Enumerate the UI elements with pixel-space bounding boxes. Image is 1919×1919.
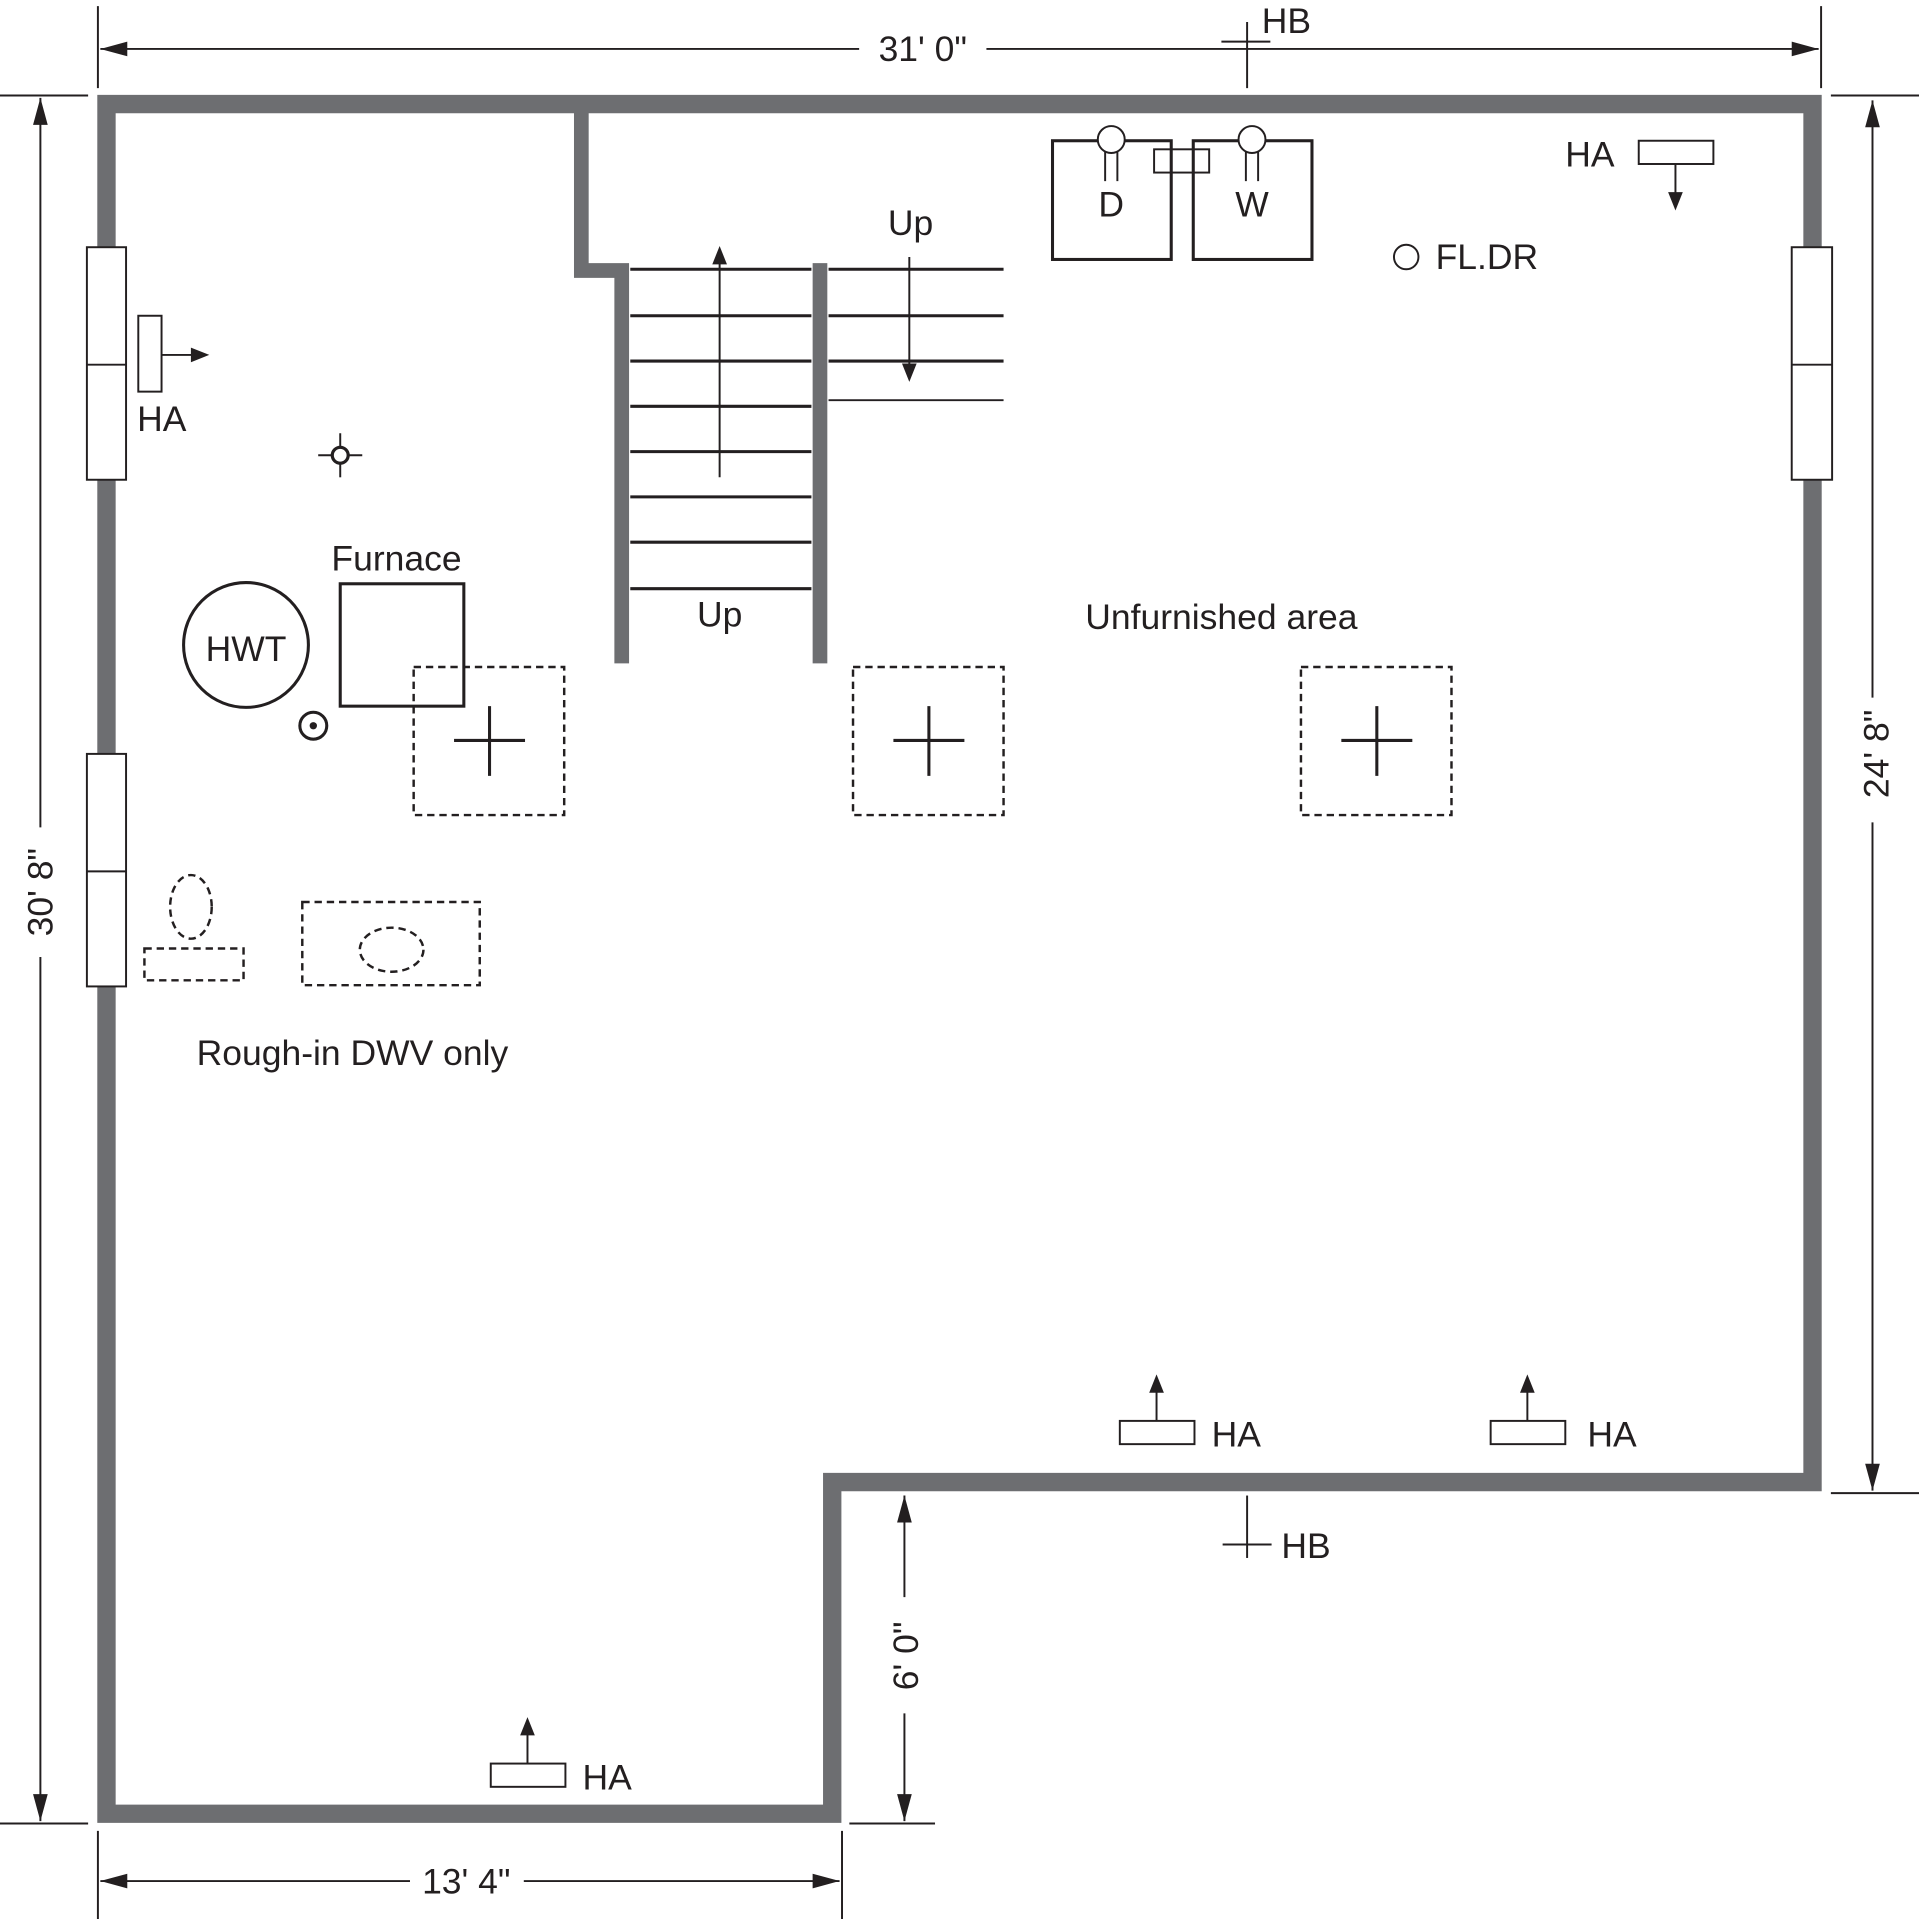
stairs: Up Up bbox=[630, 203, 1004, 635]
heat-register-bottom-2: HA bbox=[1489, 1374, 1637, 1455]
heat-register-label: HA bbox=[583, 1757, 633, 1797]
dimension-bottom: 13' 4" bbox=[96, 1830, 843, 1919]
dimension-label: 30' 8" bbox=[21, 848, 61, 936]
rough-in-fixtures bbox=[143, 873, 481, 987]
laundry-box bbox=[1153, 148, 1211, 174]
unfurnished-area-label: Unfurnished area bbox=[1085, 597, 1357, 637]
window-left-lower bbox=[85, 752, 128, 988]
light-fixture-icon bbox=[318, 433, 363, 478]
rough-in-label: Rough-in DWV only bbox=[197, 1033, 509, 1073]
furnace-label: Furnace bbox=[331, 538, 461, 578]
heat-register-label: HA bbox=[1565, 134, 1615, 174]
heat-register-left: HA bbox=[137, 314, 210, 439]
heat-register-label: HA bbox=[1212, 1415, 1262, 1455]
hose-bib-top: HB bbox=[1221, 1, 1311, 89]
hose-bib-label: HB bbox=[1262, 1, 1311, 41]
exterior-wall bbox=[97, 94, 1822, 1823]
stair-wall-left bbox=[573, 112, 630, 664]
heat-register-bottom-1: HA bbox=[1118, 1374, 1262, 1455]
heat-register-bottom-left: HA bbox=[489, 1717, 633, 1797]
window-left-upper bbox=[85, 246, 128, 481]
dimension-right: 24' 8" bbox=[1830, 94, 1919, 1495]
dryer-label: D bbox=[1098, 185, 1124, 225]
dryer: D bbox=[1050, 125, 1173, 261]
window-right bbox=[1790, 246, 1834, 481]
stairs-up-label: Up bbox=[697, 595, 742, 635]
column-1 bbox=[412, 665, 566, 817]
dimension-label: 6' 0" bbox=[886, 1622, 926, 1691]
dimension-label: 31' 0" bbox=[879, 29, 967, 69]
heat-register-top-right: HA bbox=[1565, 134, 1715, 211]
hwt-label: HWT bbox=[206, 629, 287, 669]
washer-label: W bbox=[1235, 185, 1269, 225]
column-2 bbox=[851, 665, 1005, 817]
heat-register-label: HA bbox=[1587, 1415, 1637, 1455]
floor-drain: FL.DR bbox=[1392, 237, 1539, 277]
hot-water-tank: HWT bbox=[182, 581, 310, 709]
column-3 bbox=[1299, 665, 1453, 817]
dimension-top: 31' 0" bbox=[96, 6, 1823, 89]
dimension-label: 24' 8" bbox=[1856, 710, 1896, 798]
hose-bib-bottom: HB bbox=[1222, 1495, 1331, 1566]
dimension-label: 13' 4" bbox=[422, 1861, 510, 1901]
dimension-left: 30' 8" bbox=[0, 94, 89, 1825]
heat-register-label: HA bbox=[137, 399, 187, 439]
floor-drain-symbol-icon bbox=[298, 710, 329, 741]
stairs-up-label: Up bbox=[888, 203, 933, 243]
floor-drain-label: FL.DR bbox=[1436, 237, 1539, 277]
washer: W bbox=[1191, 125, 1314, 261]
hose-bib-label: HB bbox=[1281, 1526, 1330, 1566]
furnace: Furnace bbox=[331, 538, 466, 708]
dimension-jog: 6' 0" bbox=[849, 1495, 936, 1825]
